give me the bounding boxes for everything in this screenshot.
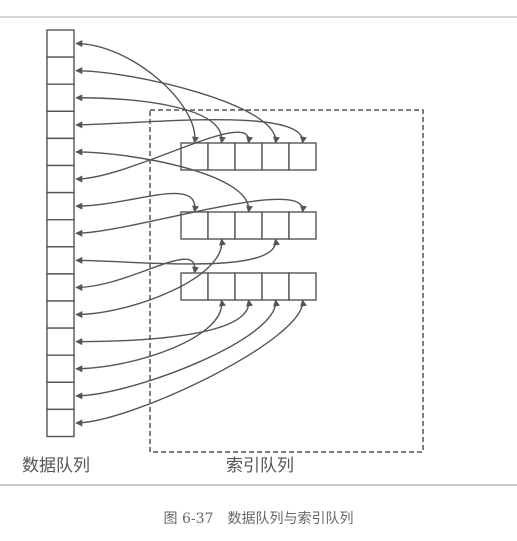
index-queue-3-cell	[261, 272, 290, 301]
queue-link-arrow	[75, 299, 280, 400]
index-queues	[180, 142, 317, 301]
data-queue-cell	[46, 327, 75, 356]
index-queue-3-cell	[288, 272, 317, 301]
data-queue-cell	[46, 83, 75, 112]
index-queue-2-cell	[261, 211, 290, 240]
data-queue	[46, 29, 75, 438]
index-queue-3-cell	[207, 272, 236, 301]
data-queue-cell	[46, 110, 75, 140]
figure-caption: 图 6-37 数据队列与索引队列	[163, 511, 354, 527]
index-queue-1-cell	[207, 142, 236, 171]
index-queue-2-cell	[234, 211, 263, 240]
data-queue-cell	[46, 246, 75, 275]
queue-link-arrow	[75, 192, 199, 213]
queue-link-arrow	[75, 238, 280, 265]
data-queue-cell	[46, 408, 75, 438]
data-queue-cell	[46, 29, 75, 58]
data-queue-cell	[46, 381, 75, 411]
index-queue-label: 索引队列	[226, 456, 294, 476]
arrows	[75, 40, 307, 427]
queue-link-arrow	[75, 299, 307, 427]
queue-link-arrow	[75, 198, 307, 237]
index-queue-2-cell	[180, 211, 209, 240]
queue-link-arrow	[75, 258, 199, 291]
queue-link-arrow	[75, 118, 307, 144]
queue-link-arrow	[75, 40, 199, 144]
index-queue-1-cell	[288, 142, 317, 171]
data-queue-cell	[46, 218, 75, 248]
data-queue-cell	[46, 56, 75, 85]
data-queue-cell	[46, 191, 75, 221]
queue-link-arrow	[75, 299, 226, 373]
queue-link-arrow	[75, 148, 253, 213]
index-queue-3-cell	[180, 272, 209, 301]
index-queue-1-cell	[261, 142, 290, 171]
data-queue-cell	[46, 137, 75, 167]
data-queue-cell	[46, 273, 75, 302]
queue-link-arrow	[75, 299, 253, 346]
index-queue-3-cell	[234, 272, 263, 301]
data-queue-label: 数据队列	[22, 456, 90, 476]
index-queue-2-cell	[288, 211, 317, 240]
data-queue-cell	[46, 300, 75, 329]
index-queue-1-cell	[234, 142, 263, 171]
data-queue-cell	[46, 164, 75, 194]
index-queue-2-cell	[207, 211, 236, 240]
data-queue-cell	[46, 354, 75, 384]
